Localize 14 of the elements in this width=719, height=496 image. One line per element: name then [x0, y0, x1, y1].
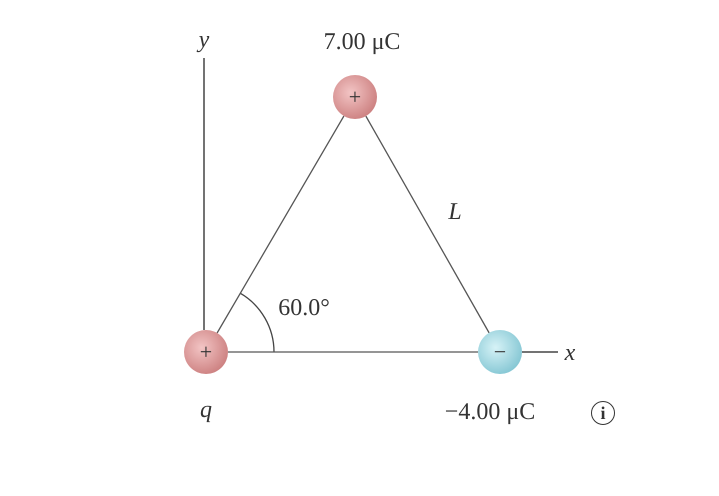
angle-label: 60.0°	[278, 296, 330, 320]
charge-sphere: +	[333, 75, 377, 119]
charge-sphere: −	[478, 330, 522, 374]
charge-label: −4.00 μC	[444, 400, 536, 424]
edge-label: L	[448, 200, 462, 224]
triangle-side	[365, 116, 490, 334]
charge-label: 7.00 μC	[324, 30, 400, 54]
info-symbol: i	[591, 401, 615, 425]
axis-label: y	[198, 28, 210, 52]
charge-label: q	[200, 398, 212, 422]
triangle-side	[228, 351, 478, 353]
triangle-side	[216, 116, 344, 334]
axis-label: x	[564, 341, 576, 365]
charge-sphere: +	[184, 330, 228, 374]
